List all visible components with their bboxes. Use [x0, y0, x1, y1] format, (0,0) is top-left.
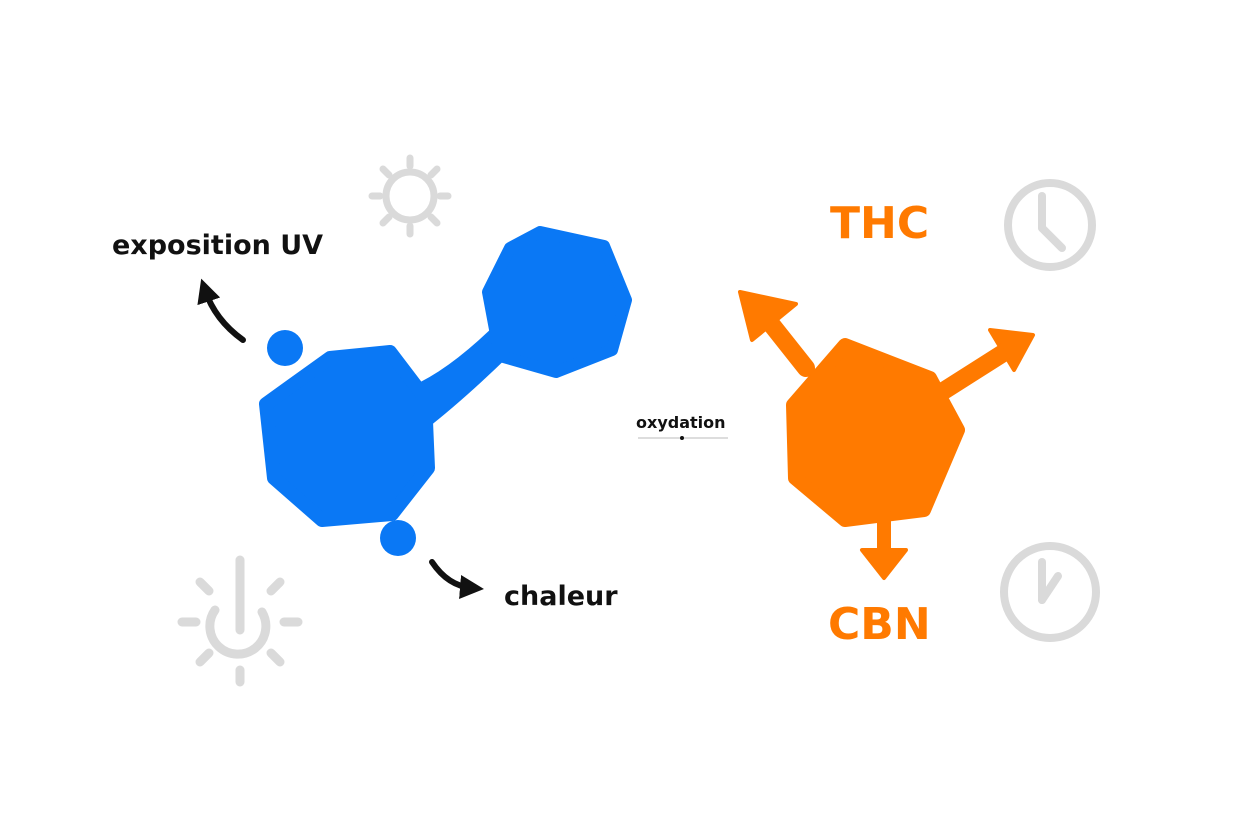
- clock-icon: [1000, 542, 1100, 642]
- sun-icon: [368, 154, 452, 238]
- cbn-label: CBN: [828, 599, 931, 650]
- oxidation-label: oxydation: [636, 413, 726, 432]
- uv-arrow: [197, 278, 246, 343]
- clock-icon: [1004, 179, 1096, 271]
- heat-arrow: [429, 559, 484, 599]
- uv-exposure-label: exposition UV: [112, 230, 324, 261]
- hexagon-small: [482, 226, 632, 378]
- thc-label: THC: [830, 198, 930, 249]
- atom-dot: [380, 520, 416, 556]
- hexagon-large: [259, 345, 435, 527]
- atom-dot: [267, 330, 303, 366]
- heat-sun-icon: [177, 555, 303, 687]
- cbn-molecule-orange: [738, 290, 1035, 580]
- thc-molecule-blue: [259, 226, 632, 556]
- heat-label: chaleur: [504, 581, 618, 612]
- hexagon-orange: [786, 338, 965, 527]
- oxidation-divider: [638, 436, 728, 440]
